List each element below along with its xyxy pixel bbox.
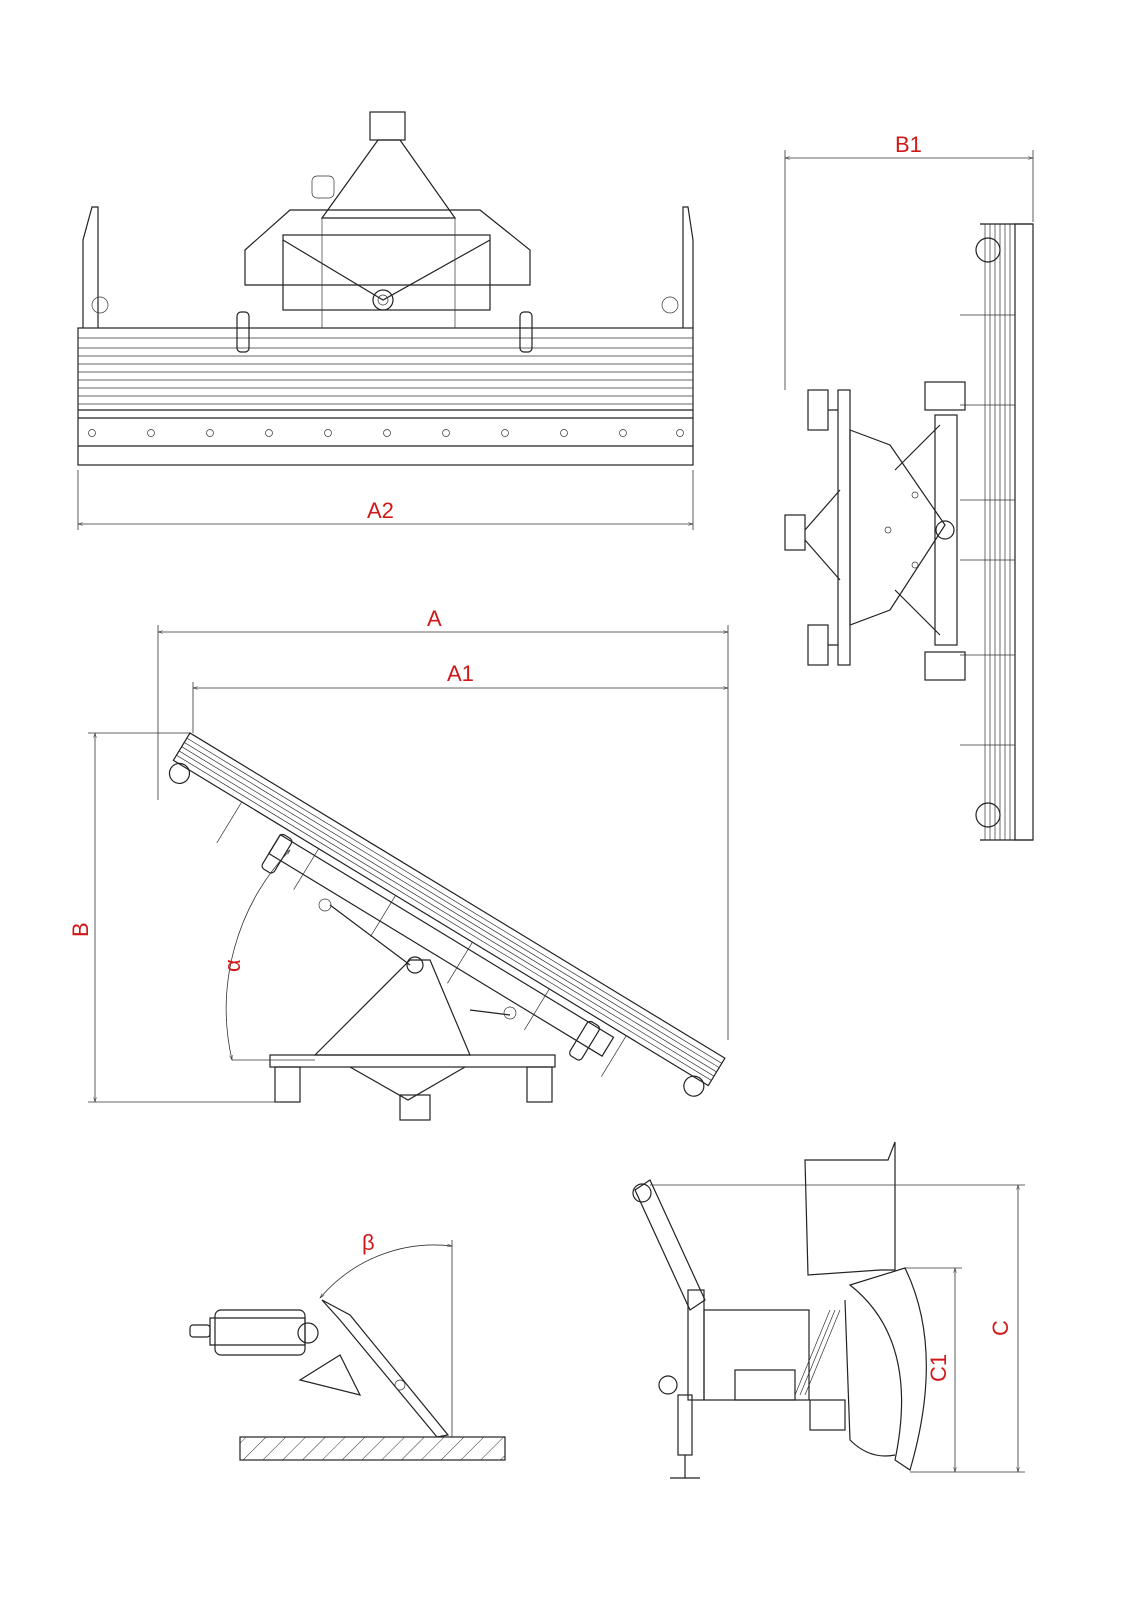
dimension-B1: B1 <box>784 132 1034 390</box>
dim-label-A1: A1 <box>447 661 474 686</box>
dimension-C: C <box>650 1184 1025 1473</box>
tilt-side-view: β <box>189 1230 506 1461</box>
side-view <box>632 1141 927 1479</box>
angle-alpha: α <box>220 849 315 1061</box>
dimension-B: B <box>68 732 280 1103</box>
dim-label-C1: C1 <box>926 1354 951 1382</box>
dimension-A: A <box>157 606 729 1040</box>
dimension-A2: A2 <box>77 470 694 530</box>
angle-label-alpha: α <box>220 959 245 972</box>
dim-label-A2: A2 <box>367 498 394 523</box>
dimension-A1: A1 <box>192 661 729 733</box>
bolt-holes <box>88 429 684 437</box>
dimension-C1: C1 <box>905 1267 962 1473</box>
front-view <box>77 111 694 466</box>
angled-top-view <box>168 732 726 1121</box>
side-top-view <box>784 223 1034 841</box>
dim-label-A: A <box>427 606 442 631</box>
dim-label-C: C <box>988 1320 1013 1336</box>
dim-label-B: B <box>68 922 93 937</box>
angle-label-beta: β <box>362 1230 375 1255</box>
dim-label-B1: B1 <box>895 132 922 157</box>
